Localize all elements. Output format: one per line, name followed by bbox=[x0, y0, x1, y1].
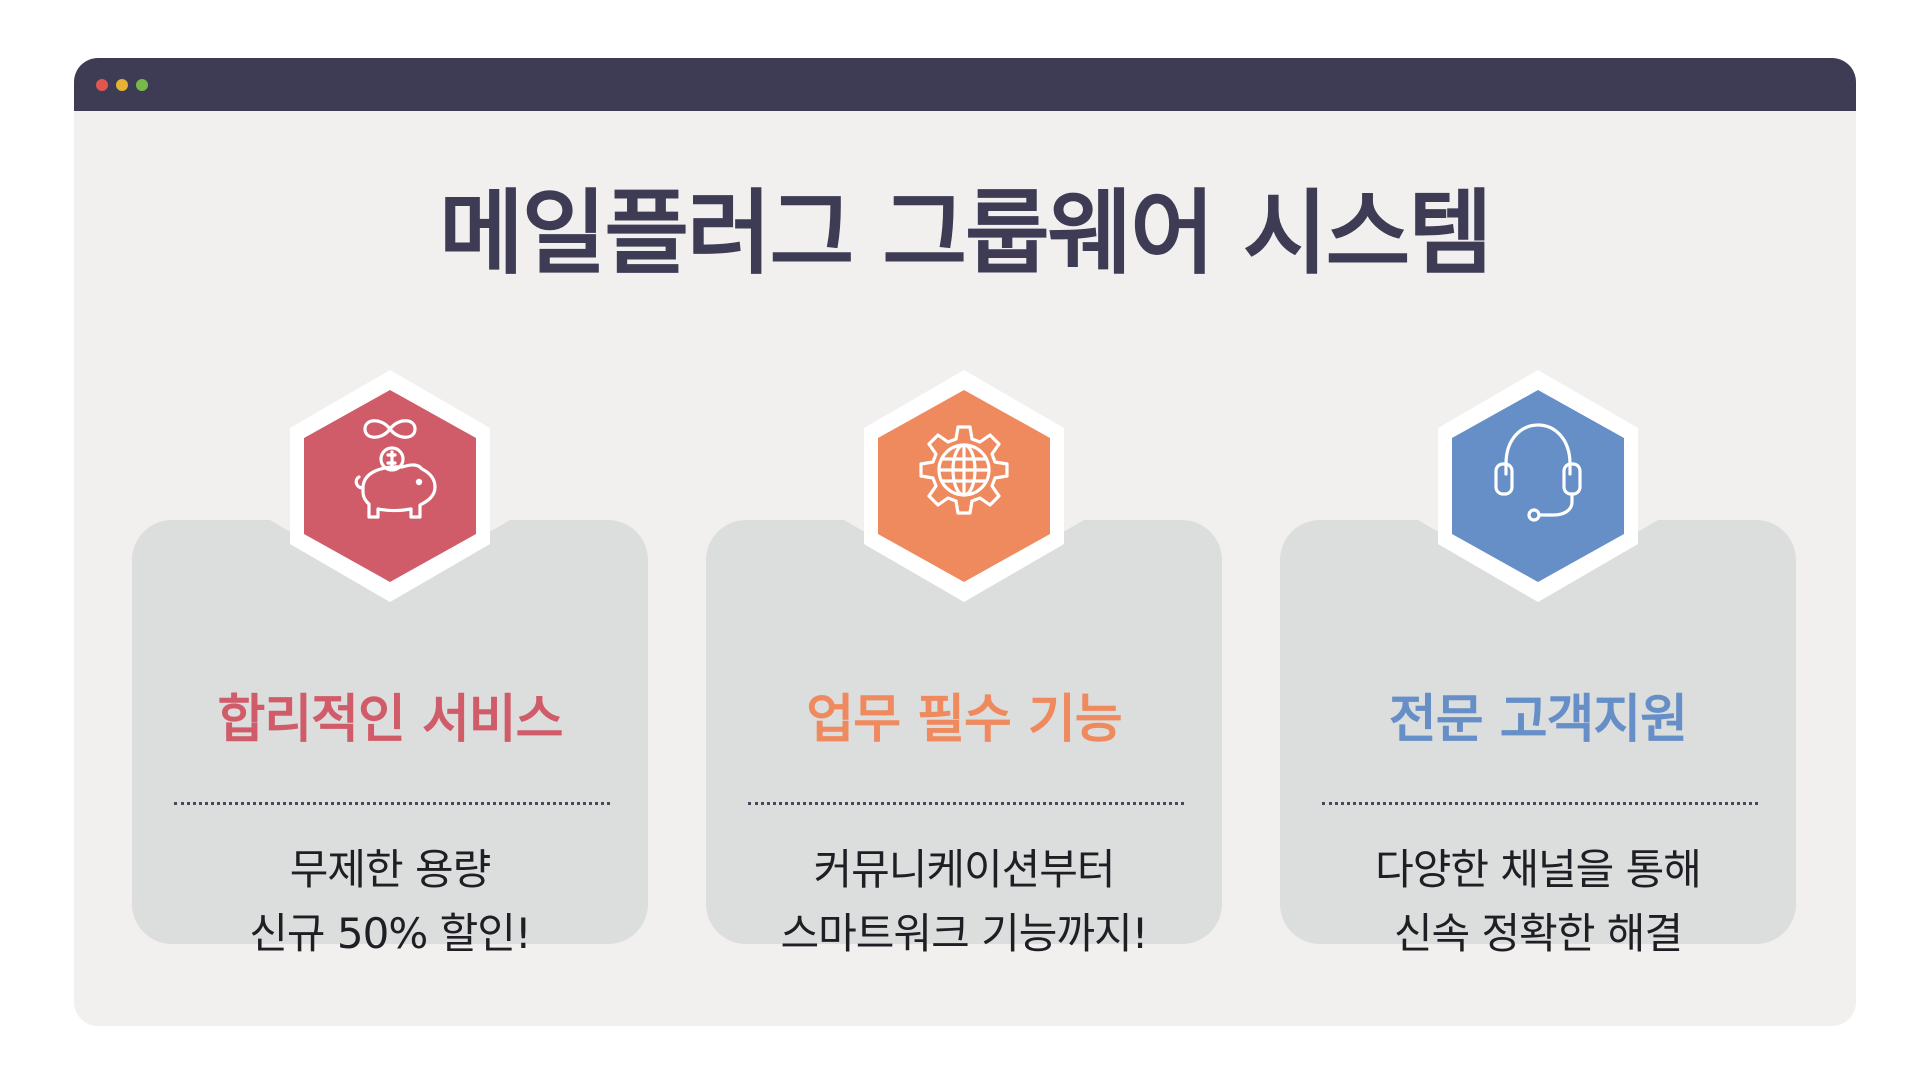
card-description: 무제한 용량 신규 50% 할인! bbox=[132, 838, 648, 966]
dotted-divider bbox=[748, 802, 1184, 805]
dotted-divider bbox=[174, 802, 610, 805]
headset-icon bbox=[1494, 423, 1582, 522]
card-line: 무제한 용량 bbox=[289, 845, 492, 894]
support-hexagon bbox=[1438, 370, 1638, 602]
card-description: 다양한 채널을 통해 신속 정확한 해결 bbox=[1280, 838, 1796, 966]
dotted-divider bbox=[1322, 802, 1758, 805]
card-line: 다양한 채널을 통해 bbox=[1375, 845, 1702, 894]
card-line: 스마트워크 기능까지! bbox=[780, 909, 1149, 958]
maximize-dot[interactable] bbox=[136, 79, 148, 91]
page-title: 메일플러그 그룹웨어 시스템 bbox=[439, 179, 1493, 287]
card-background bbox=[1280, 520, 1796, 944]
gear-globe-icon bbox=[919, 425, 1009, 515]
card-heading: 전문 고객지원 bbox=[1388, 689, 1688, 750]
browser-window: 메일플러그 그룹웨어 시스템 합리적인 서비스 무제한 용량 신규 50% 할인… bbox=[74, 58, 1856, 1026]
piggy-bank-infinity-icon bbox=[354, 419, 437, 519]
feature-card-pricing: 합리적인 서비스 무제한 용량 신규 50% 할인! bbox=[132, 370, 648, 958]
card-heading: 업무 필수 기능 bbox=[806, 689, 1122, 750]
feature-card-support: 전문 고객지원 다양한 채널을 통해 신속 정확한 해결 bbox=[1280, 370, 1796, 958]
title-bar bbox=[74, 58, 1856, 111]
close-dot[interactable] bbox=[96, 79, 108, 91]
card-heading: 합리적인 서비스 bbox=[217, 689, 564, 750]
card-background bbox=[132, 520, 648, 944]
feature-card-features: 업무 필수 기능 커뮤니케이션부터 스마트워크 기능까지! bbox=[706, 370, 1222, 958]
card-line: 신규 50% 할인! bbox=[249, 909, 531, 958]
card-line: 커뮤니케이션부터 bbox=[813, 845, 1115, 894]
minimize-dot[interactable] bbox=[116, 79, 128, 91]
card-line: 신속 정확한 해결 bbox=[1393, 909, 1683, 958]
pricing-hexagon bbox=[290, 370, 490, 602]
card-description: 커뮤니케이션부터 스마트워크 기능까지! bbox=[706, 838, 1222, 966]
features-hexagon bbox=[864, 370, 1064, 602]
card-background bbox=[706, 520, 1222, 944]
